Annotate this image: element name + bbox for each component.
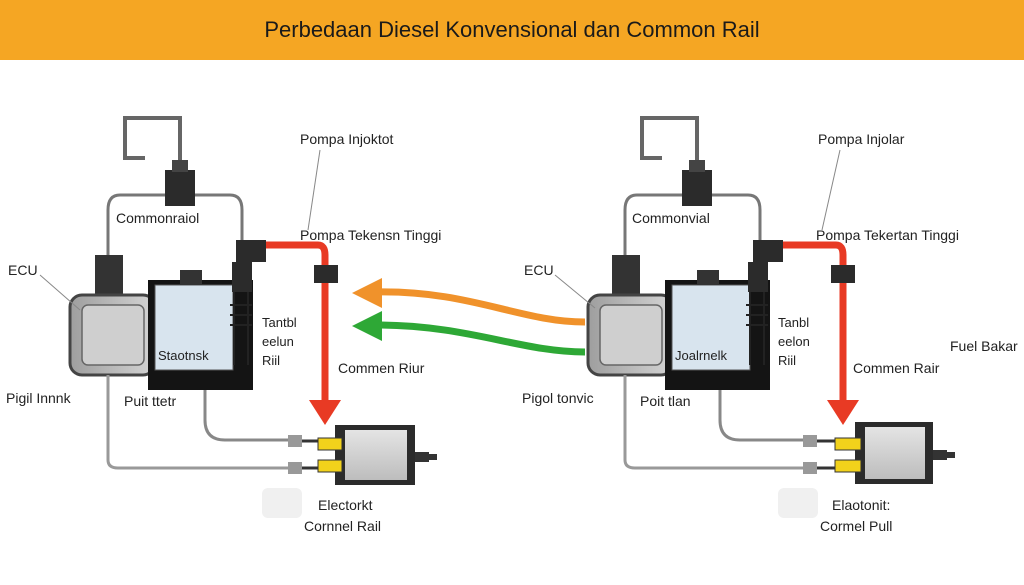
left-label-bottom-line2: Cornnel Rail	[304, 518, 382, 534]
right-loop-pipe	[623, 193, 682, 265]
left-label-fuel-filter: Puit ttetr	[124, 393, 177, 409]
right-leader-ecu	[554, 274, 596, 309]
right-label-ecu: ECU	[524, 262, 554, 278]
left-ecu-connector	[95, 255, 123, 300]
left-injector-yellow-1	[317, 437, 343, 451]
right-label-pigil: Pigol tonvic	[522, 390, 594, 406]
right-label-module: Joalrnelk	[675, 348, 728, 363]
left-label-pompa-injektor: Pompa Injoktot	[300, 131, 394, 147]
left-top-connector	[165, 170, 195, 206]
arrow-left-green-icon	[352, 311, 586, 356]
right-label-tank-line2: eelon	[778, 334, 810, 349]
right-injector-yellow-2	[834, 459, 862, 473]
left-label-tank-line2: eelun	[262, 334, 294, 349]
right-label-fuel: Fuel Bakar	[950, 338, 1018, 354]
left-injector-fitting-1	[288, 435, 302, 447]
page-title: Perbedaan Diesel Konvensional dan Common…	[264, 17, 760, 42]
right-label-bottom-line2: Cormel Pull	[820, 518, 893, 534]
left-label-pompa-tekanan: Pompa Tekensn Tinggi	[300, 227, 442, 243]
right-label-fuel-filter: Poit tlan	[640, 393, 691, 409]
left-system	[39, 116, 437, 518]
right-injector-fitting-1	[803, 435, 817, 447]
right-label-common-rail: Commen Rair	[853, 360, 940, 376]
left-label-tank-line1: Tantbl	[262, 315, 297, 330]
right-top-hook-pipe	[640, 116, 699, 170]
left-return-pipe-1	[106, 375, 290, 470]
right-label-tank-line3: Riil	[778, 353, 797, 368]
right-system	[554, 116, 955, 518]
left-injector-yellow-2	[317, 459, 343, 473]
left-leader-ecu	[39, 274, 81, 311]
left-label-commonrail-top: Commonraiol	[116, 210, 200, 226]
left-label-tank-line3: Riil	[262, 353, 281, 368]
right-return-pipe-1	[623, 375, 805, 470]
left-label-common-rail: Commen Riur	[338, 360, 425, 376]
left-high-pressure-line	[242, 241, 329, 270]
left-tank-connector	[232, 262, 252, 292]
right-label-pompa-tekanan: Pompa Tekertan Tinggi	[816, 227, 959, 243]
right-return-pipe-2	[718, 390, 805, 442]
left-label-pigil: Pigil Innnk	[6, 390, 71, 406]
right-label-bottom-line1: Elaotonit:	[832, 497, 891, 513]
right-high-pressure-line	[760, 241, 847, 270]
left-label-ecu: ECU	[8, 262, 38, 278]
title-bar	[0, 0, 1024, 60]
right-label-commonrail-top: Commonvial	[632, 210, 710, 226]
right-ecu-connector	[612, 255, 640, 300]
right-top-connector	[682, 170, 712, 206]
right-leader-pompa-injektor	[821, 149, 841, 231]
right-label-tank-line1: Tanbl	[778, 315, 810, 330]
left-label-bottom-line1: Electorkt	[318, 497, 373, 513]
left-leader-pompa-injektor	[307, 149, 321, 231]
left-loop-pipe	[106, 193, 165, 265]
right-injector-yellow-1	[834, 437, 862, 451]
left-return-pipe-2	[203, 390, 290, 442]
left-top-hook-pipe	[123, 116, 182, 170]
right-tank-connector	[748, 262, 768, 292]
left-label-module: Staotnsk	[158, 348, 209, 363]
right-label-pompa-injektor: Pompa Injolar	[818, 131, 905, 147]
arrow-left-orange-icon	[352, 278, 586, 326]
